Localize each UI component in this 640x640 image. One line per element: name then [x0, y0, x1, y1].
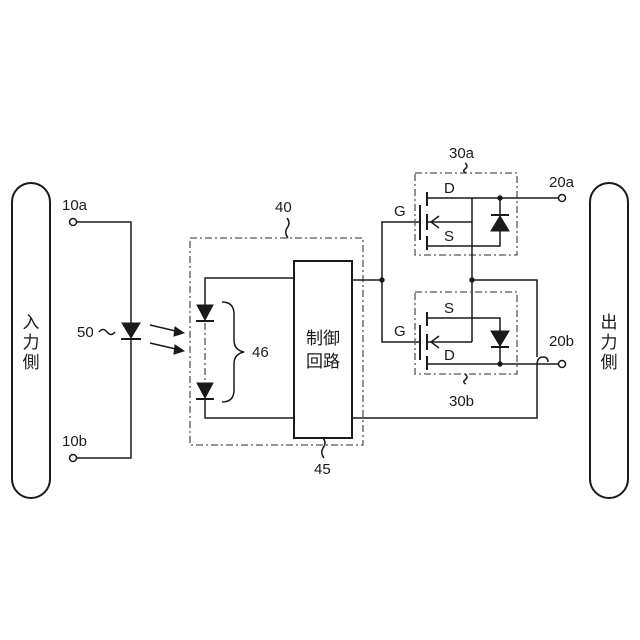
- pd-brace: [222, 302, 244, 402]
- mosfet-30a-leader: [464, 163, 467, 173]
- output-side-label-2: 力: [601, 333, 618, 353]
- control-block-label: 40: [275, 199, 292, 216]
- input-side-label-1: 入: [23, 313, 40, 333]
- control-circuit-line2: 回路: [306, 352, 340, 372]
- block-40-leader: [286, 218, 289, 238]
- led-label: 50: [77, 324, 94, 341]
- input-side-label-3: 側: [23, 353, 40, 373]
- mosfet-30a-drain: D: [444, 180, 455, 197]
- photodiode-label: 46: [252, 344, 269, 361]
- control-circuit-label: 45: [314, 461, 331, 478]
- gate-wire-top: [382, 222, 420, 280]
- mosfet-30b-drain: D: [444, 347, 455, 364]
- body-diode-30b: [491, 331, 509, 347]
- gate-label-bottom: G: [394, 323, 406, 340]
- body-diode-30a-wire: [472, 198, 500, 246]
- led-leader-tilde: [99, 330, 115, 335]
- terminal-20a-label: 20a: [549, 174, 575, 191]
- light-arrows: [150, 325, 184, 354]
- terminal-10a-label: 10a: [62, 197, 88, 214]
- mosfet-30b-label: 30b: [449, 393, 474, 410]
- terminal-20a: [559, 195, 566, 202]
- gate-label-top: G: [394, 203, 406, 220]
- photodiode-bottom: [196, 383, 214, 399]
- input-wire-top: [76, 222, 131, 323]
- terminal-10a: [70, 219, 77, 226]
- mosfet-30a-source: S: [444, 228, 454, 245]
- body-diode-30b-wire: [472, 318, 500, 364]
- output-side-label-3: 側: [601, 353, 618, 373]
- body-diode-30a: [491, 215, 509, 231]
- photodiode-top: [196, 305, 214, 321]
- input-side-label-2: 力: [23, 333, 40, 353]
- return-wire: [352, 365, 537, 418]
- mosfet-30b: [420, 300, 500, 370]
- terminal-20b: [559, 361, 566, 368]
- control-circuit-box: [294, 261, 352, 438]
- pd-wire-top: [205, 278, 294, 305]
- terminal-20b-label: 20b: [549, 333, 574, 350]
- control-circuit-leader: [322, 438, 325, 458]
- pd-wire-bottom: [205, 399, 294, 418]
- output-side-label-1: 出: [601, 313, 618, 333]
- mosfet-30a-label: 30a: [449, 145, 475, 162]
- mosfet-30b-leader: [464, 374, 467, 384]
- led-50: [121, 323, 141, 339]
- control-circuit-line1: 制御: [306, 329, 340, 349]
- terminal-10b: [70, 455, 77, 462]
- mosfet-30b-source: S: [444, 300, 454, 317]
- terminal-10b-label: 10b: [62, 433, 87, 450]
